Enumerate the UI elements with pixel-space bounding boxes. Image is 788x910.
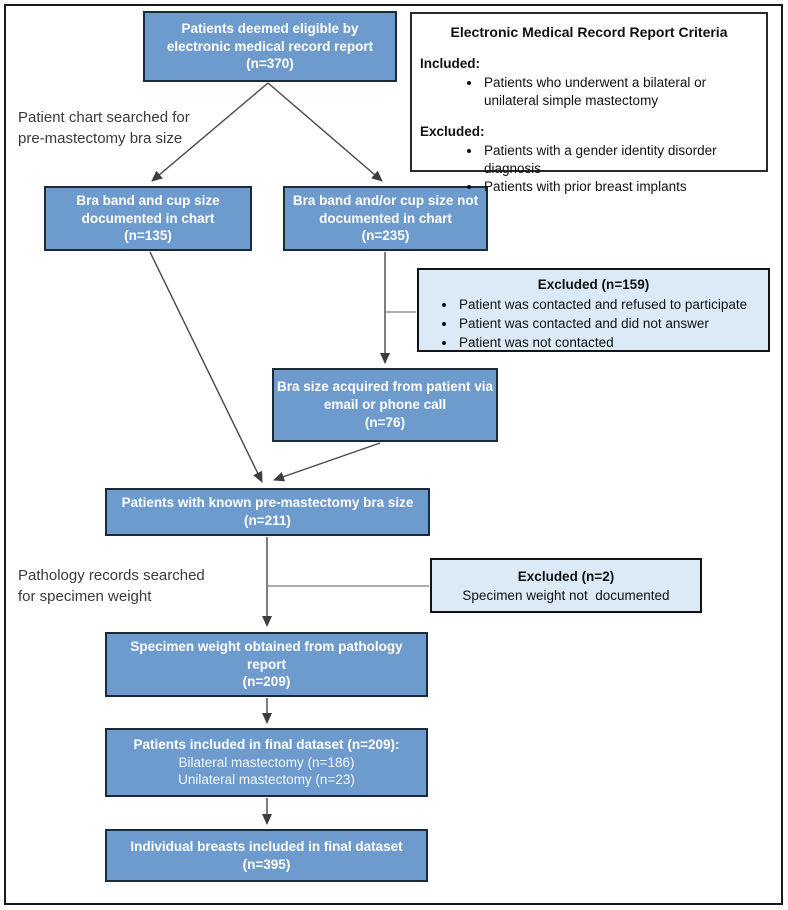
node-eligible-patients: Patients deemed eligible by electronic m… [143, 11, 397, 82]
criteria-excluded-list: Patients with a gender identity disorder… [420, 142, 758, 197]
criteria-excluded-item: Patients with prior breast implants [482, 178, 758, 196]
excluded-2-panel: Excluded (n=2) Specimen weight not docum… [430, 558, 702, 613]
criteria-excluded-label: Excluded: [420, 123, 485, 139]
node-final-title: Patients included in final dataset (n=20… [133, 736, 400, 752]
node-eligible-text: Patients deemed eligible by electronic m… [166, 20, 374, 72]
criteria-included-list: Patients who underwent a bilateral or un… [420, 74, 758, 110]
criteria-included-item: Patients who underwent a bilateral or un… [482, 74, 758, 110]
node-specimen-weight: Specimen weight obtained from pathology … [105, 632, 428, 697]
node-bra-size-not-documented: Bra band and/or cup size not documented … [283, 186, 488, 251]
criteria-panel: Electronic Medical Record Report Criteri… [410, 12, 768, 194]
excluded-159-item: Patient was not contacted [457, 334, 760, 353]
node-bra-size-documented: Bra band and cup size documented in char… [44, 186, 252, 251]
criteria-title: Electronic Medical Record Report Criteri… [450, 24, 728, 40]
node-not-documented-text: Bra band and/or cup size not documented … [292, 192, 479, 244]
node-documented-text: Bra band and cup size documented in char… [76, 192, 220, 244]
excluded-2-title: Excluded (n=2) [517, 569, 615, 584]
node-specimen-text: Specimen weight obtained from pathology … [130, 638, 403, 690]
excluded-159-list: Patient was contacted and refused to par… [427, 296, 760, 353]
node-individual-breasts: Individual breasts included in final dat… [105, 829, 428, 882]
node-acquired-text: Bra size acquired from patient via email… [276, 379, 494, 430]
excluded-2-body: Specimen weight not documented [462, 587, 670, 603]
excluded-159-title: Excluded (n=159) [537, 277, 650, 292]
outer-frame [4, 4, 783, 905]
node-known-bra-size: Patients with known pre-mastectomy bra s… [105, 488, 430, 536]
label-pathology-search: Pathology records searched for specimen … [18, 567, 205, 605]
node-final-dataset: Patients included in final dataset (n=20… [105, 728, 428, 797]
excluded-159-item: Patient was contacted and did not answer [457, 315, 760, 334]
excluded-159-item: Patient was contacted and refused to par… [457, 296, 760, 315]
node-known-text: Patients with known pre-mastectomy bra s… [121, 495, 414, 528]
label-chart-search: Patient chart searched for pre-mastectom… [18, 109, 190, 147]
node-breasts-text: Individual breasts included in final dat… [130, 838, 403, 872]
criteria-excluded-item: Patients with a gender identity disorder… [482, 142, 758, 178]
criteria-included-label: Included: [420, 55, 480, 71]
excluded-159-panel: Excluded (n=159) Patient was contacted a… [417, 268, 770, 352]
node-bra-size-acquired: Bra size acquired from patient via email… [272, 368, 498, 442]
node-final-breakdown: Bilateral mastectomy (n=186) Unilateral … [178, 754, 355, 788]
